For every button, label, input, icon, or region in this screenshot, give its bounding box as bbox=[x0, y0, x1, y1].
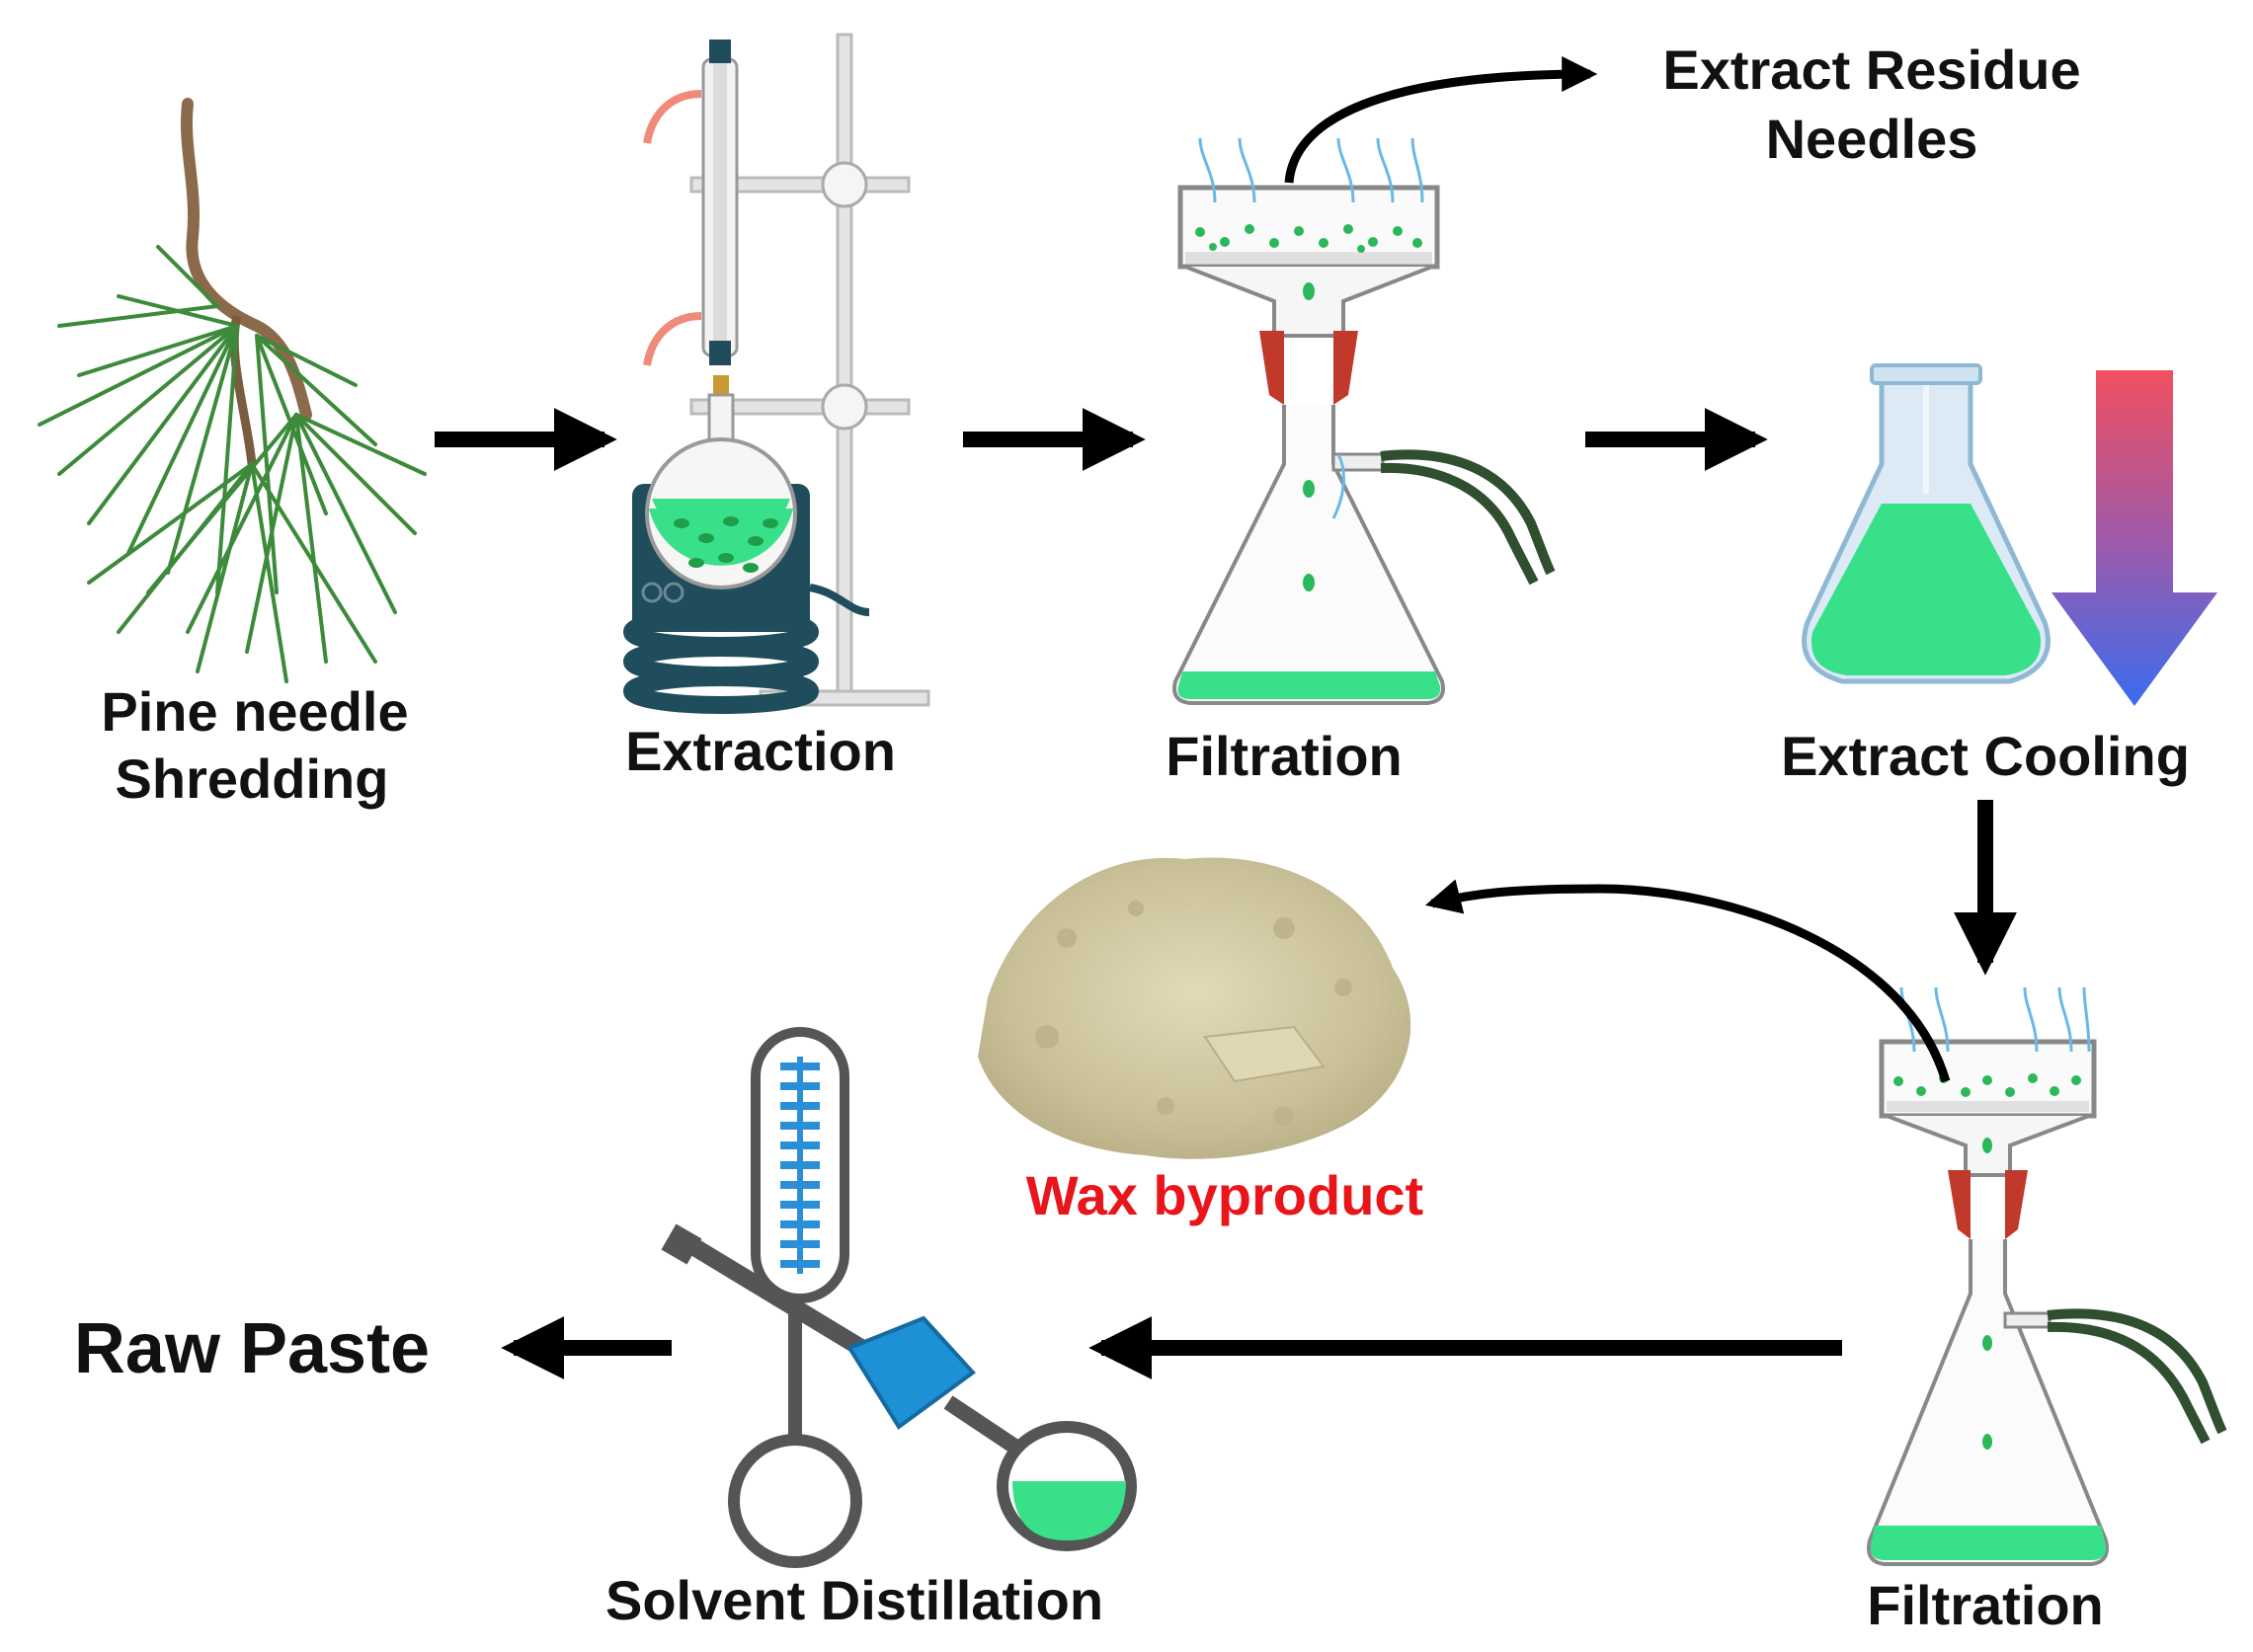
extraction-apparatus-icon bbox=[623, 33, 930, 714]
wax-curved-arrow bbox=[1425, 879, 1951, 1083]
temperature-down-arrow-icon bbox=[2052, 370, 2217, 706]
extract-cooling-label: Extract Cooling bbox=[1781, 725, 2190, 787]
raw-paste-label: Raw Paste bbox=[74, 1309, 430, 1388]
filtration-top-label: Filtration bbox=[1166, 725, 1403, 787]
filtration-flask-bottom-icon bbox=[1867, 986, 2227, 1566]
cooling-flask-icon bbox=[1802, 363, 2051, 684]
residue-curved-arrow bbox=[1284, 56, 1598, 184]
wax-powder-icon bbox=[978, 857, 1411, 1159]
extraction-label: Extraction bbox=[625, 720, 896, 782]
rotary-evaporator-icon bbox=[661, 1027, 1137, 1568]
pine-needle-label-line1: Pine needle bbox=[101, 680, 408, 743]
wax-byproduct-label: Wax byproduct bbox=[1026, 1164, 1423, 1226]
solvent-distillation-label: Solvent Distillation bbox=[605, 1569, 1103, 1631]
pine-branch-icon bbox=[38, 98, 427, 683]
filtration-flask-top-icon bbox=[1172, 137, 1556, 705]
extract-residue-label-line1: Extract Residue bbox=[1662, 39, 2080, 101]
pine-needle-label-line2: Shredding bbox=[116, 747, 389, 810]
extract-residue-label-line2: Needles bbox=[1766, 108, 1978, 170]
filtration-bottom-label: Filtration bbox=[1867, 1574, 2104, 1636]
